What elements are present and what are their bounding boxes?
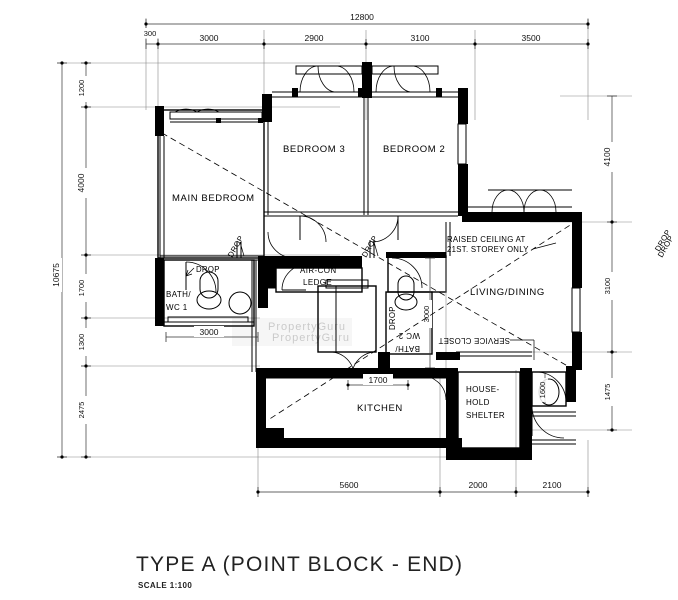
dim-top-1: 300 <box>144 29 157 38</box>
dim-top-overall: 12800 <box>350 12 374 22</box>
dim-interior-living: 3000 <box>422 306 431 323</box>
svg-text:LEDGE: LEDGE <box>303 278 332 287</box>
right-dimension-chain: 4100 3100 1475 <box>602 95 617 432</box>
room-label-main-bedroom: MAIN BEDROOM <box>172 193 255 204</box>
svg-text:BATH/: BATH/ <box>166 290 191 299</box>
svg-text:SERVICE CLOSET: SERVICE CLOSET <box>438 336 510 345</box>
dim-right-1: 4100 <box>602 147 612 166</box>
room-label-bedroom-2: BEDROOM 2 <box>383 144 445 155</box>
svg-text:WC 1: WC 1 <box>166 303 188 312</box>
diagonal-guide-lines <box>161 132 579 421</box>
interior-dimension-entry: 1600 <box>537 372 548 404</box>
left-dimension-chain: 1200 4000 1700 1300 2475 <box>76 61 91 459</box>
dim-interior-kitchen: 1700 <box>369 375 388 385</box>
dim-left-5: 2475 <box>77 402 86 419</box>
svg-text:HOUSE-: HOUSE- <box>466 385 500 394</box>
note-drop-3: DROP <box>360 234 380 259</box>
svg-text:HOLD: HOLD <box>466 398 490 407</box>
svg-text:DROP: DROP <box>196 265 220 274</box>
svg-text:WC 2: WC 2 <box>398 331 420 340</box>
note-drop-5: DROP <box>388 306 397 330</box>
dim-left-2: 4000 <box>76 173 86 192</box>
plan-walls: 3000 <box>155 62 582 460</box>
room-label-household-shelter: HOUSE- HOLD SHELTER <box>466 385 505 420</box>
top-dimension-overall: 12800 <box>144 11 590 29</box>
dim-top-3: 2900 <box>305 33 324 43</box>
svg-text:PropertyGuru: PropertyGuru <box>268 321 346 333</box>
room-label-bedroom-3: BEDROOM 3 <box>283 144 345 155</box>
svg-text:DROP: DROP <box>360 234 380 259</box>
dim-top-2: 3000 <box>200 33 219 43</box>
svg-text:BATH/: BATH/ <box>395 344 420 353</box>
dim-right-3: 1475 <box>603 384 612 401</box>
dim-top-4: 3100 <box>411 33 430 43</box>
dim-interior-entry: 1600 <box>538 382 547 399</box>
bottom-dimension-chain: 5600 2000 2100 <box>256 479 590 497</box>
dimension-grid <box>62 18 632 492</box>
room-label-bath-wc-1: BATH/ WC 1 <box>166 290 191 312</box>
dim-left-1: 1200 <box>77 80 86 97</box>
dim-left-overall: 10675 <box>51 263 61 287</box>
svg-text:AIR-CON: AIR-CON <box>300 266 337 275</box>
dim-left-3: 1700 <box>77 280 86 297</box>
note-drop-1: DROP <box>185 265 220 277</box>
svg-text:SHELTER: SHELTER <box>466 411 505 420</box>
left-dimension-overall: 10675 <box>51 61 67 459</box>
dim-bottom-2: 2000 <box>469 480 488 490</box>
dim-top-5: 3500 <box>522 33 541 43</box>
svg-text:DROP: DROP <box>388 306 397 330</box>
svg-text:RAISED CEILING AT: RAISED CEILING AT <box>447 235 526 244</box>
room-label-air-con-ledge: AIR-CON LEDGE <box>300 266 337 287</box>
watermark: PropertyGuru PropertyGuru <box>268 321 350 344</box>
dim-right-2: 3100 <box>603 278 612 295</box>
top-dimension-chain: 300 3000 2900 3100 3500 <box>139 28 590 49</box>
room-label-living-dining: LIVING/DINING <box>470 287 545 298</box>
room-label-bath-wc-2: BATH/ WC 2 <box>395 331 420 353</box>
note-service-closet: SERVICE CLOSET <box>438 336 535 360</box>
dim-left-4: 1300 <box>77 334 86 351</box>
room-label-kitchen: KITCHEN <box>357 403 403 414</box>
dim-bottom-1: 5600 <box>340 480 359 490</box>
dim-interior-bath: 3000 <box>200 327 219 337</box>
drawing-scale: SCALE 1:100 <box>138 581 192 590</box>
interior-dimension-kitchen: 1700 <box>346 374 410 390</box>
dim-bottom-3: 2100 <box>543 480 562 490</box>
drawing-title: TYPE A (POINT BLOCK - END) <box>136 553 463 576</box>
interior-dimension-bath: 3000 <box>165 326 259 342</box>
svg-text:PropertyGuru: PropertyGuru <box>272 332 350 344</box>
note-raised-ceiling: RAISED CEILING AT 21ST. STOREY ONLY <box>447 235 557 254</box>
svg-text:21ST. STOREY ONLY: 21ST. STOREY ONLY <box>447 245 529 254</box>
